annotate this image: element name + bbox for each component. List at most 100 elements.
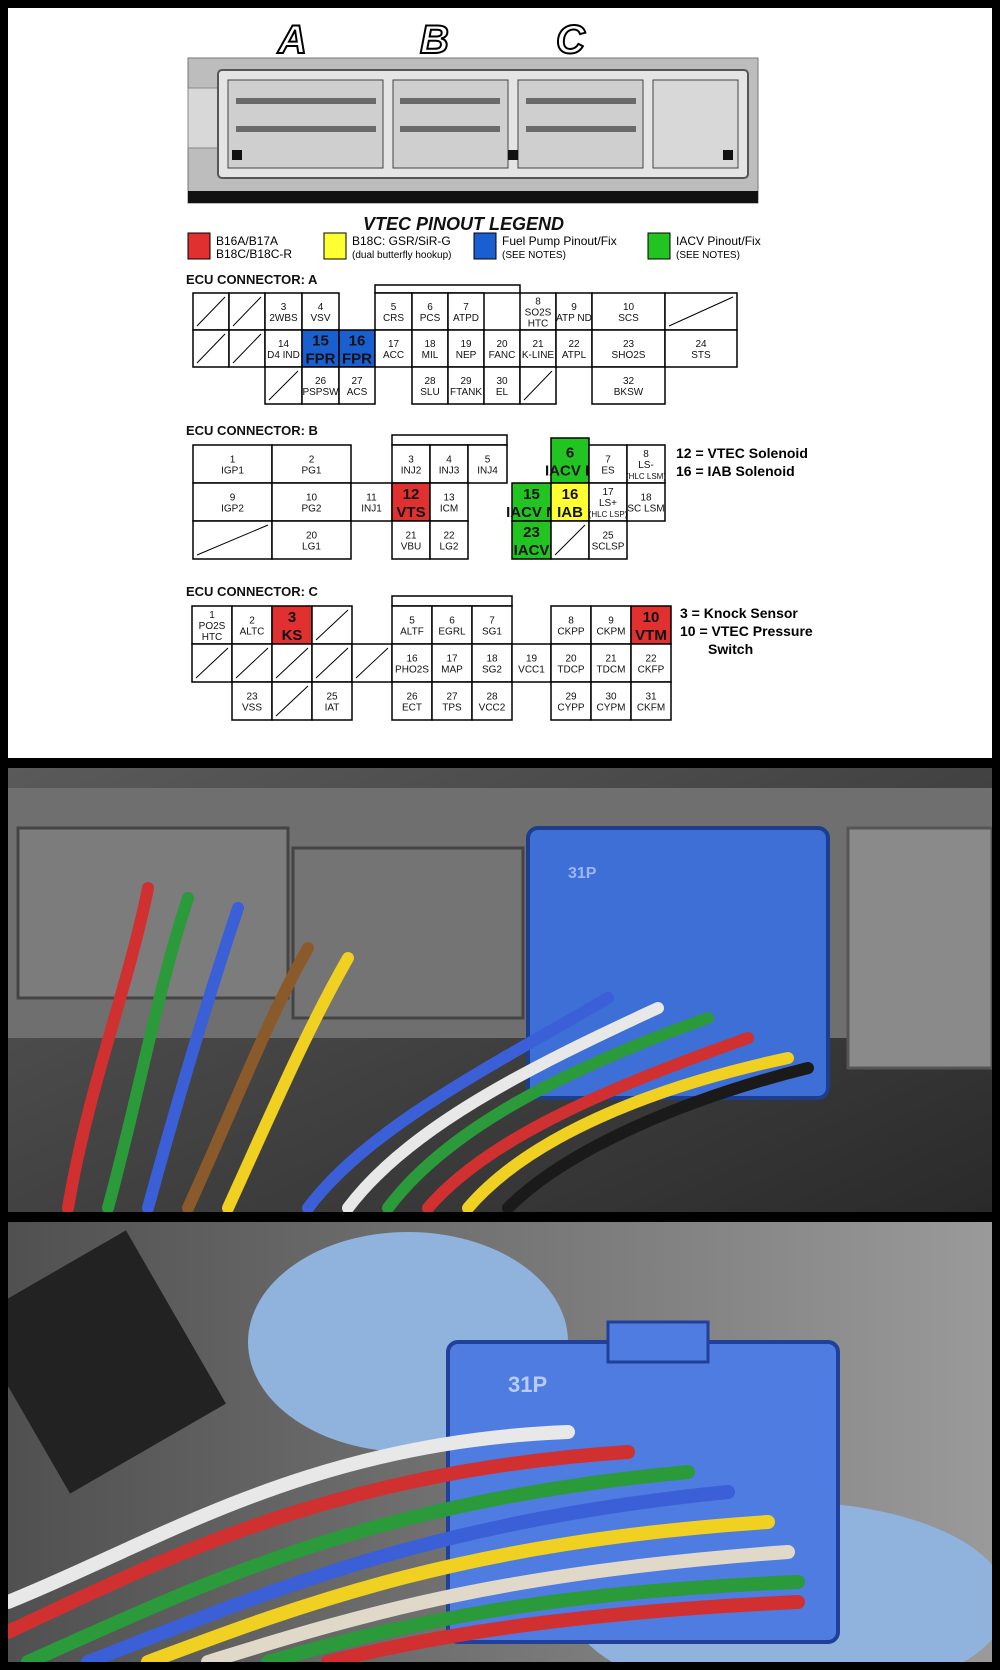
- pin-number: 17: [388, 339, 400, 350]
- legend-label-blue-2: (SEE NOTES): [502, 250, 566, 261]
- pin-name: ACC: [383, 350, 404, 361]
- ecu-connector-image: [187, 57, 759, 204]
- connector-a-title: ECU CONNECTOR: A: [186, 272, 318, 287]
- pin-name: FTANK: [450, 387, 482, 398]
- pin-number: 27: [351, 376, 363, 387]
- legend-label-yellow-2: (dual butterfly hookup): [352, 250, 452, 261]
- blank-pin: [228, 292, 266, 331]
- pin-name: IAB: [557, 504, 583, 521]
- pin-name: CKPM: [597, 627, 626, 638]
- pin-name: SHO2S: [612, 350, 646, 361]
- legend-label-green-2: (SEE NOTES): [676, 250, 740, 261]
- pin-number: 1: [230, 455, 236, 466]
- legend-label-green-1: IACV Pinout/Fix: [676, 234, 761, 248]
- blank-pin: [264, 366, 303, 405]
- pin-number: 7: [463, 302, 469, 313]
- pin-number: 14: [278, 339, 290, 350]
- blank-pin: [228, 329, 266, 368]
- pin-number: 3: [408, 455, 414, 466]
- pin-number: 31: [645, 692, 657, 703]
- connector-c-note-3: Switch: [708, 641, 753, 657]
- pin-name: VTS: [396, 504, 425, 521]
- pin-number: 10: [623, 302, 635, 313]
- pin-number: 8: [643, 449, 649, 460]
- pin-name: 2WBS: [269, 313, 298, 324]
- pin-name: EL: [496, 387, 509, 398]
- pin-name: VSV: [310, 313, 330, 324]
- pin-number: 9: [571, 302, 577, 313]
- pin-name: SG1: [482, 627, 502, 638]
- pin-number: 8: [535, 297, 541, 308]
- pin-number: 20: [496, 339, 508, 350]
- pin-number: 12: [403, 486, 420, 503]
- pin-name: PG1: [301, 466, 321, 477]
- pin-number: 8: [568, 616, 574, 627]
- pin-name: CKFP: [638, 665, 665, 676]
- pin-name: PHO2S: [395, 665, 429, 676]
- pin-name: PG2: [301, 504, 321, 515]
- pin-name: SCS: [618, 313, 639, 324]
- pin-number: 21: [605, 654, 617, 665]
- pin-name: MAP: [441, 665, 463, 676]
- connector-b-title: ECU CONNECTOR: B: [186, 423, 318, 438]
- pin-number: 22: [443, 531, 455, 542]
- blank-pin: [550, 520, 590, 560]
- photo2-connector-label: 31P: [508, 1372, 547, 1397]
- legend-label-yellow-1: B18C: GSR/SiR-G: [352, 234, 451, 248]
- pin-name: CYPP: [557, 703, 585, 714]
- blank-pin: [271, 681, 313, 721]
- pin-number: 10: [306, 493, 318, 504]
- pin-name: ACS: [347, 387, 368, 398]
- pin-name: VTM: [635, 627, 667, 644]
- pin-number: 18: [640, 493, 652, 504]
- pin-number: 23: [623, 339, 635, 350]
- blank-pin: [192, 329, 230, 368]
- pin-number: 1: [209, 610, 215, 621]
- pin-number: 24: [695, 339, 707, 350]
- header-letter-b: B: [420, 18, 449, 62]
- pin-number: 21: [405, 531, 417, 542]
- legend-label-red-2: B18C/B18C-R: [216, 247, 292, 261]
- pin-name: LS-: [638, 460, 654, 471]
- pin-name: IACV N: [506, 504, 557, 521]
- pin-number: 6: [427, 302, 433, 313]
- pin-name: SO2S: [525, 308, 552, 319]
- pin-name: ALTC: [240, 627, 265, 638]
- pin-number: 3: [288, 609, 296, 626]
- pin-name: FPR: [306, 351, 336, 368]
- pin-name: SG2: [482, 665, 502, 676]
- pin-name: FANC: [489, 350, 516, 361]
- pin-name: VSS: [242, 703, 262, 714]
- blank-pin: [351, 643, 393, 683]
- pin-name: TPS: [442, 703, 462, 714]
- header-letter-a: A: [277, 18, 307, 62]
- pin-name: D4 IND: [267, 350, 300, 361]
- pin-name: FPR: [342, 351, 372, 368]
